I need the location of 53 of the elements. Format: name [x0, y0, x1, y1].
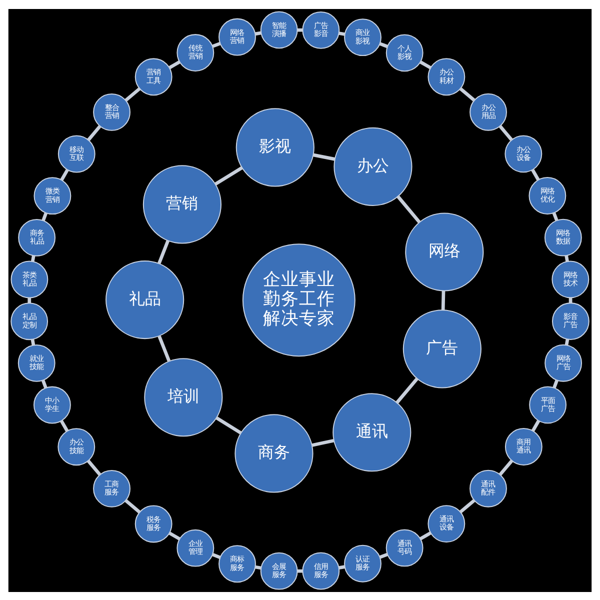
connector [498, 124, 513, 140]
connector [338, 564, 346, 569]
connector [396, 377, 418, 404]
connector [158, 335, 171, 362]
connector [338, 31, 346, 36]
connector [460, 498, 476, 513]
connector [30, 338, 36, 345]
connector [312, 438, 334, 446]
connector [168, 60, 180, 69]
connector [312, 152, 336, 160]
node-circle: 商务 [234, 414, 314, 492]
connector [531, 419, 540, 432]
connector [60, 420, 69, 432]
node-circle: 培训 [144, 358, 223, 436]
connector [420, 60, 432, 69]
connector [379, 42, 388, 48]
connector [168, 531, 180, 540]
connector [552, 212, 558, 220]
connector [568, 297, 572, 303]
node-circle: 办公 [334, 126, 412, 206]
node-circle: 礼品 [106, 260, 184, 339]
node-circle: 通讯 [332, 392, 412, 472]
connector [498, 459, 514, 476]
connector [216, 416, 242, 434]
connector [212, 41, 221, 48]
connector [564, 254, 569, 262]
connector [212, 552, 221, 558]
connector [420, 530, 432, 540]
connector [460, 87, 476, 101]
node-circle: 广告 [402, 309, 482, 388]
node-circle: 营销 [142, 164, 222, 244]
connector [124, 86, 141, 102]
connector [28, 297, 32, 303]
connector [87, 124, 102, 140]
connector [254, 564, 262, 570]
connector [60, 168, 69, 180]
connector [157, 240, 170, 264]
connector [254, 30, 262, 36]
connector [42, 212, 48, 221]
node-circle: 网络 [405, 212, 484, 291]
connector [564, 338, 570, 345]
connector [214, 166, 243, 186]
connector [86, 459, 102, 476]
connector [41, 379, 48, 388]
connector [124, 498, 141, 513]
connector [379, 552, 388, 558]
connector [552, 379, 559, 388]
node-circle: 影视 [236, 108, 314, 186]
connector [30, 254, 36, 262]
connector [531, 168, 540, 180]
connector [441, 290, 446, 310]
connector [396, 195, 421, 223]
node-circle: 企业事业勤务工作解决专家 [242, 243, 356, 356]
